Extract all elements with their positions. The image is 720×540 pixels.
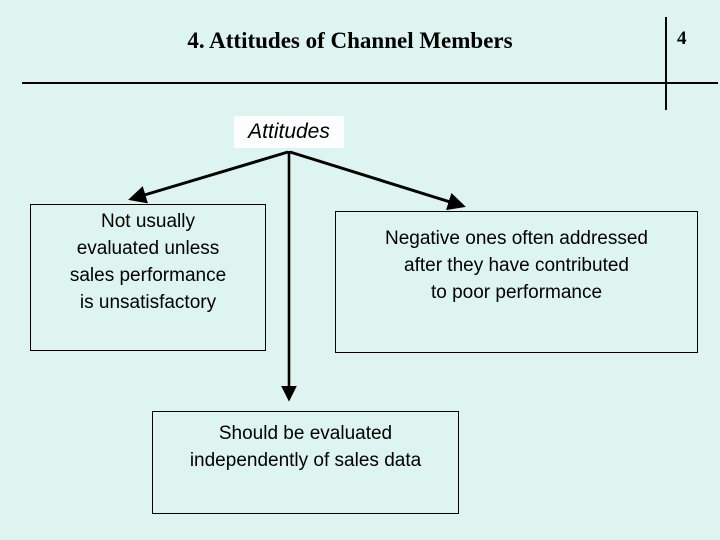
diagram-node-right-text: Negative ones often addressed after they… (384, 228, 648, 303)
diagram-node-bottom-text: Should be evaluated independently of sal… (189, 423, 422, 471)
arrow-to-right-box (289, 150, 466, 211)
header-divider (22, 82, 718, 84)
diagram-root-label-text: Attitudes (248, 120, 330, 143)
header-vertical-divider (665, 17, 667, 110)
diagram-node-bottom: Should be evaluated independently of sal… (152, 411, 459, 514)
page-title: 4. Attitudes of Channel Members (187, 28, 513, 53)
slide-number: 4 (677, 28, 687, 49)
diagram-node-left-text: Not usually evaluated unless sales perfo… (69, 211, 227, 313)
arrow-to-left-box (128, 150, 289, 204)
diagram-node-right: Negative ones often addressed after they… (335, 211, 698, 353)
diagram-root-label: Attitudes (234, 116, 344, 148)
diagram-node-left: Not usually evaluated unless sales perfo… (30, 204, 266, 351)
